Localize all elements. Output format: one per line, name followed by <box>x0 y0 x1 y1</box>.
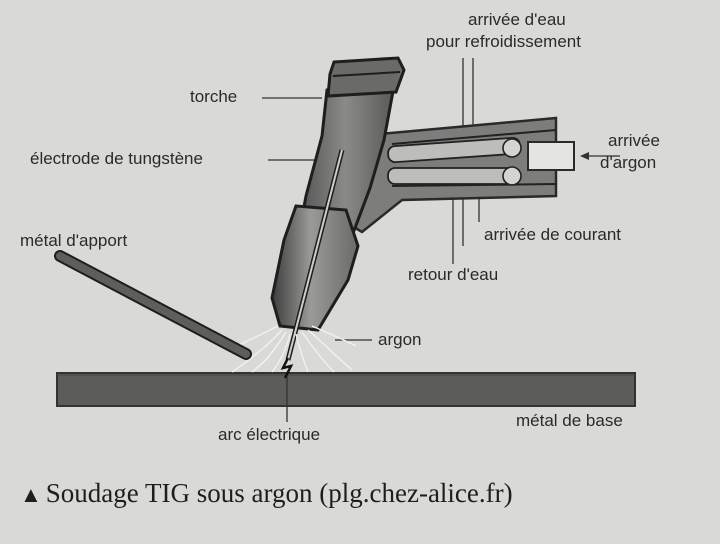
label-torch: torche <box>190 87 238 106</box>
label-water-in-line1: arrivée d'eau <box>468 10 566 29</box>
label-tungsten-electrode: électrode de tungstène <box>30 149 203 168</box>
caption-text: Soudage TIG sous argon (plg.chez-alice.f… <box>45 478 513 508</box>
argon-fitting <box>527 141 575 171</box>
label-argon-in-line1: arrivée <box>608 131 660 150</box>
torch-nozzle <box>270 204 360 332</box>
label-base-metal: métal de base <box>516 411 623 430</box>
triangle-icon: ▲ <box>20 482 42 507</box>
label-argon: argon <box>378 330 422 349</box>
label-argon-in-line2: d'argon <box>600 153 657 172</box>
figure-caption: ▲Soudage TIG sous argon (plg.chez-alice.… <box>20 478 513 509</box>
label-water-in-line2: pour refroidissement <box>426 32 581 51</box>
argon-gas-flow <box>227 325 357 373</box>
label-water-out: retour d'eau <box>408 265 499 284</box>
label-filler-metal: métal d'apport <box>20 231 128 250</box>
argon-arrow-icon <box>580 152 589 160</box>
torch-cap <box>326 56 406 98</box>
base-metal-plate <box>56 372 636 407</box>
label-current-in: arrivée de courant <box>484 225 622 244</box>
label-electric-arc: arc électrique <box>218 425 321 444</box>
arc-spark <box>280 357 294 379</box>
